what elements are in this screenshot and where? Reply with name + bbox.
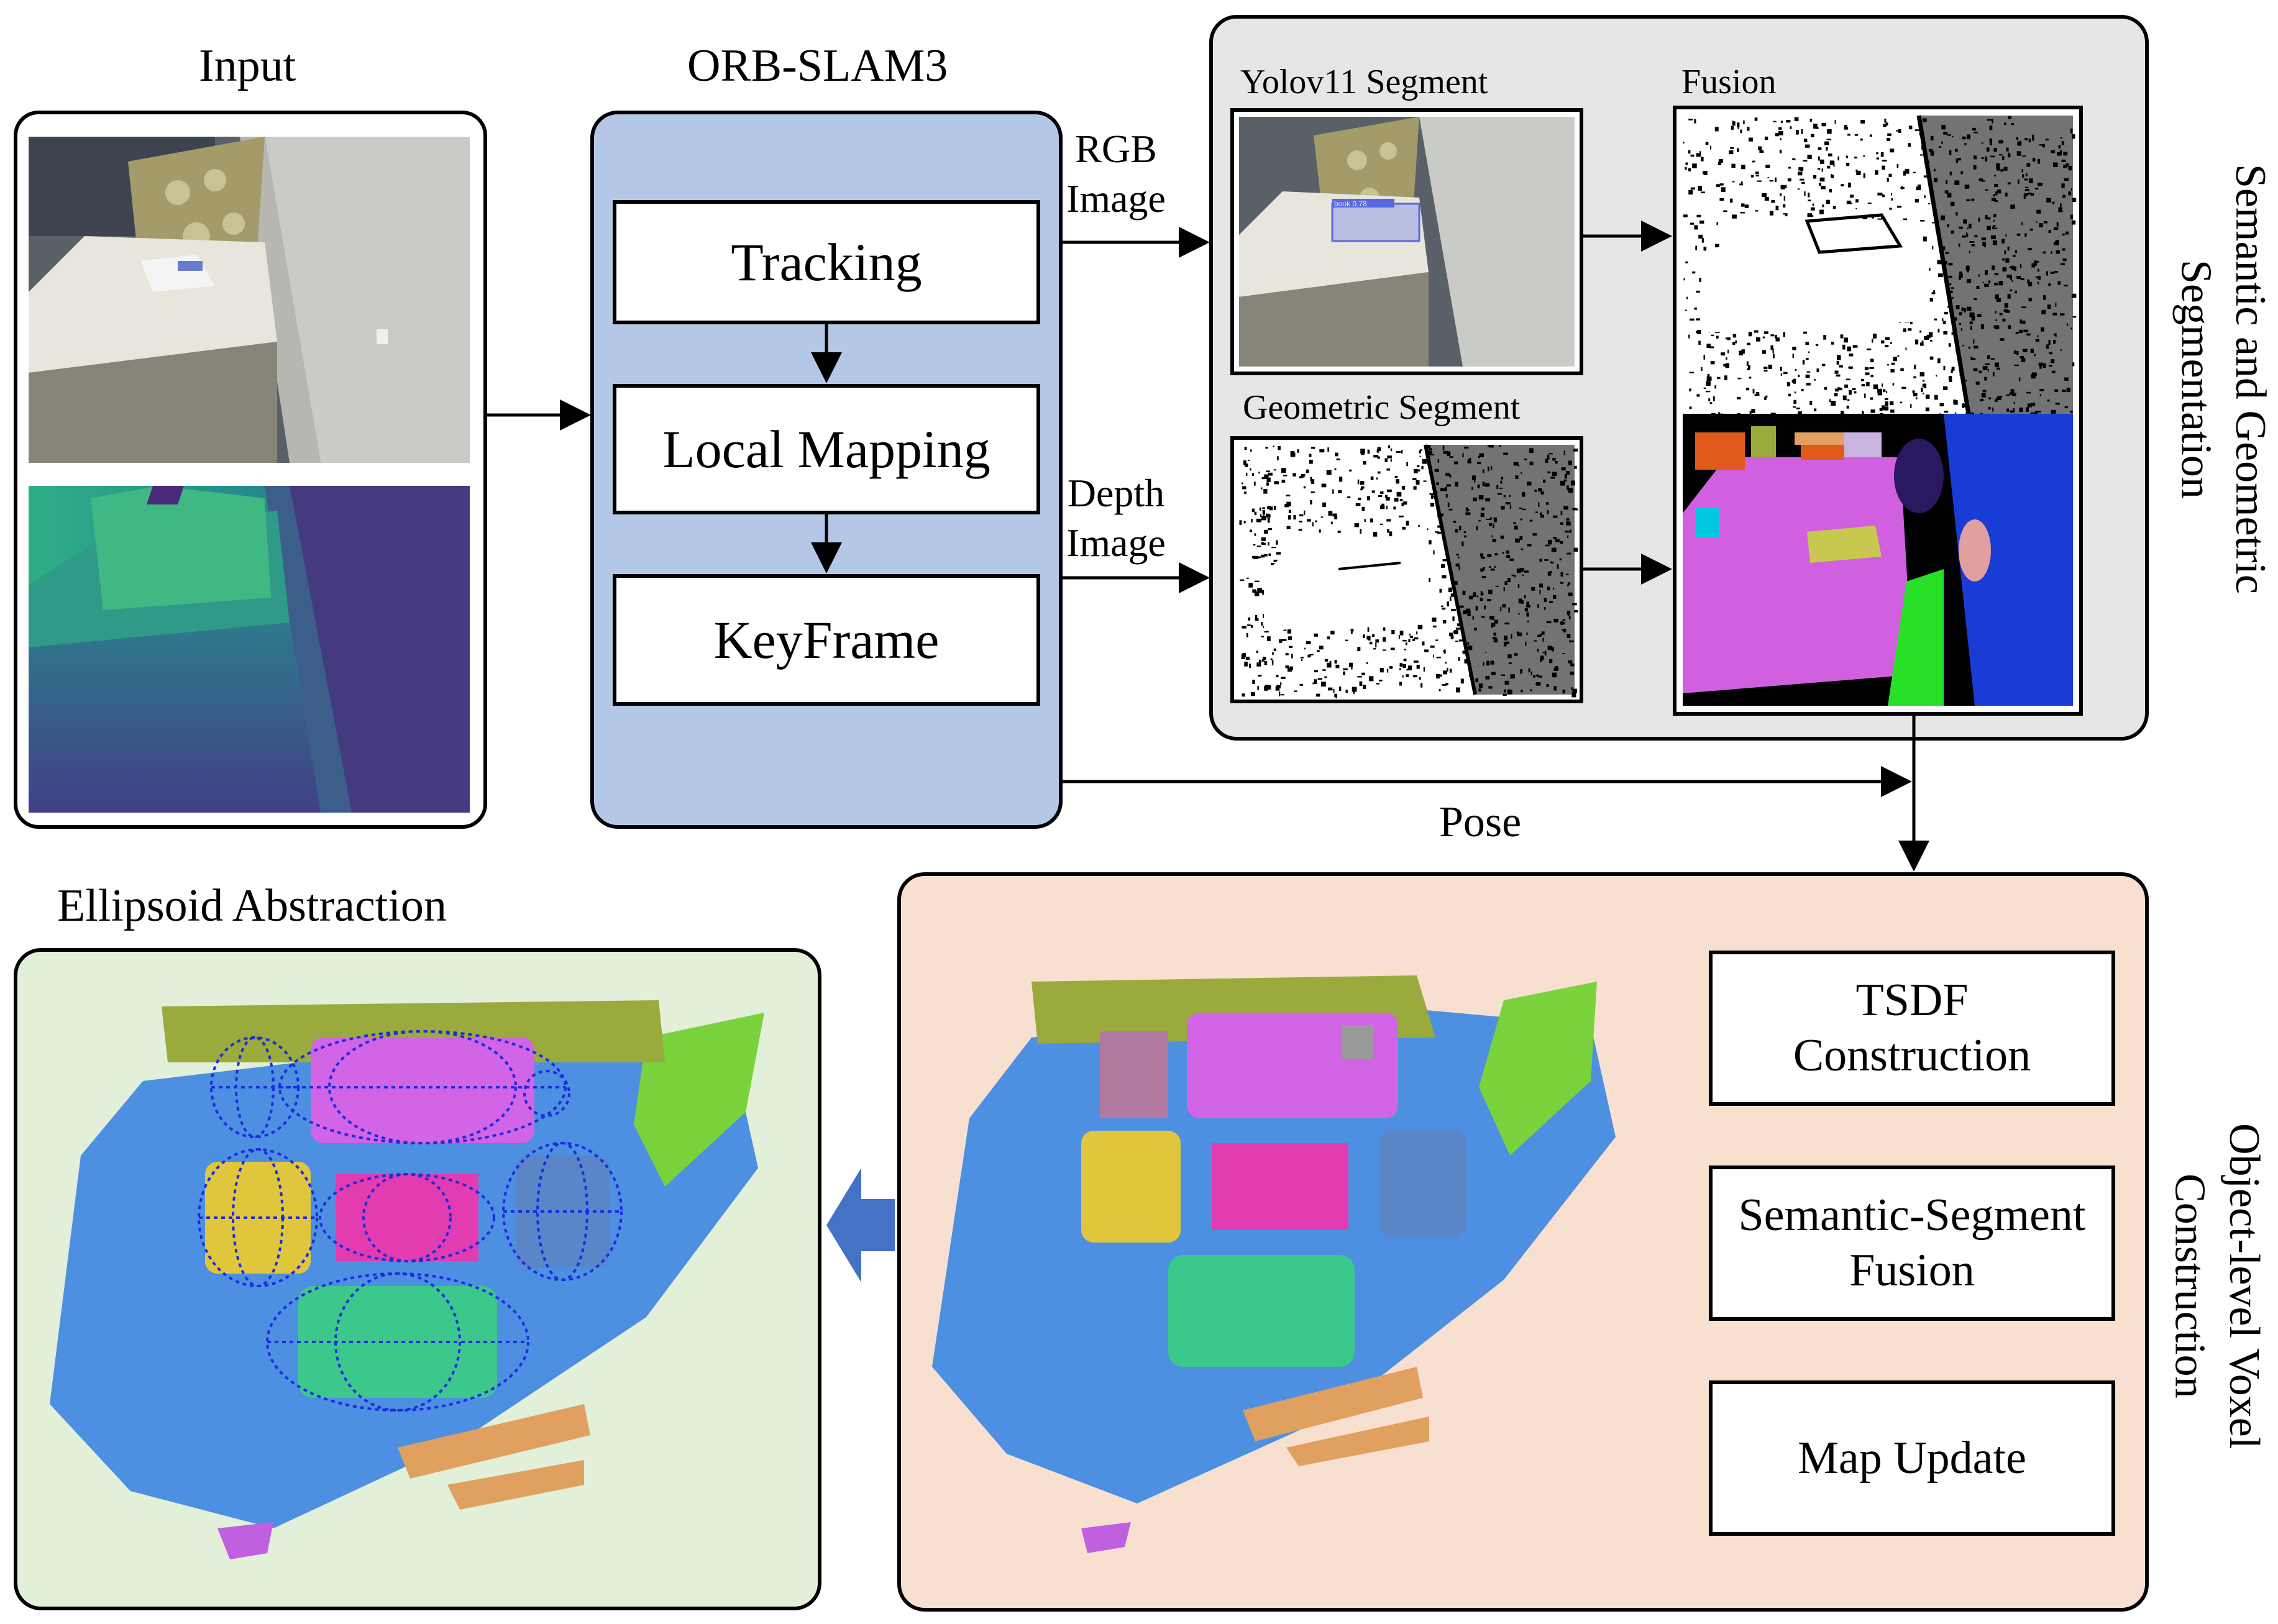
orbslam-title: ORB-SLAM3 (687, 40, 948, 91)
fusion-label: Fusion (1681, 63, 1777, 101)
keyframe-box: KeyFrame (613, 574, 1040, 706)
fusion-image-frame (1673, 106, 2083, 716)
ellipsoid-title: Ellipsoid Abstraction (57, 880, 447, 931)
tsdf-label: TSDF Construction (1793, 975, 2031, 1081)
pose-label: Pose (1439, 798, 1522, 846)
voxel-to-ellipsoid-arrow (826, 1168, 895, 1282)
map-update-box: Map Update (1709, 1380, 2115, 1536)
input-depth-image (29, 486, 470, 813)
rgb-image-label: RGB Image (1066, 127, 1166, 221)
tsdf-box: TSDF Construction (1709, 951, 2115, 1106)
map-update-label: Map Update (1798, 1432, 2026, 1484)
tracking-label: Tracking (731, 232, 922, 292)
tracking-box: Tracking (613, 200, 1040, 324)
geometric-image-frame (1230, 436, 1583, 703)
yolo-label: Yolov11 Segment (1240, 63, 1488, 101)
ellipsoid-scene (50, 1000, 764, 1559)
segmentation-side-title: Semantic and Geometric Segmentation (2172, 164, 2275, 594)
semantic-segment-fusion-box: Semantic-Segment Fusion (1709, 1166, 2115, 1321)
detection-tag: book 0.78 (1334, 199, 1367, 208)
semantic-segment-fusion-label: Semantic-Segment Fusion (1738, 1190, 2086, 1296)
fusion-semantic-image (1683, 414, 2073, 706)
geometric-image (1239, 444, 1578, 698)
local-mapping-box: Local Mapping (613, 384, 1040, 514)
yolo-image: book 0.78 (1239, 117, 1575, 367)
voxel-side-title: Object-level Voxel Construction (2166, 1123, 2269, 1449)
geometric-label: Geometric Segment (1243, 388, 1521, 427)
input-title: Input (199, 40, 296, 91)
depth-image-label: Depth Image (1066, 471, 1166, 565)
local-mapping-label: Local Mapping (662, 419, 990, 479)
input-rgb-image (29, 137, 470, 463)
fusion-binary-image (1683, 115, 2077, 417)
keyframe-label: KeyFrame (713, 610, 940, 670)
voxel-scene (932, 975, 1616, 1553)
yolo-image-frame: book 0.78 (1230, 108, 1583, 375)
